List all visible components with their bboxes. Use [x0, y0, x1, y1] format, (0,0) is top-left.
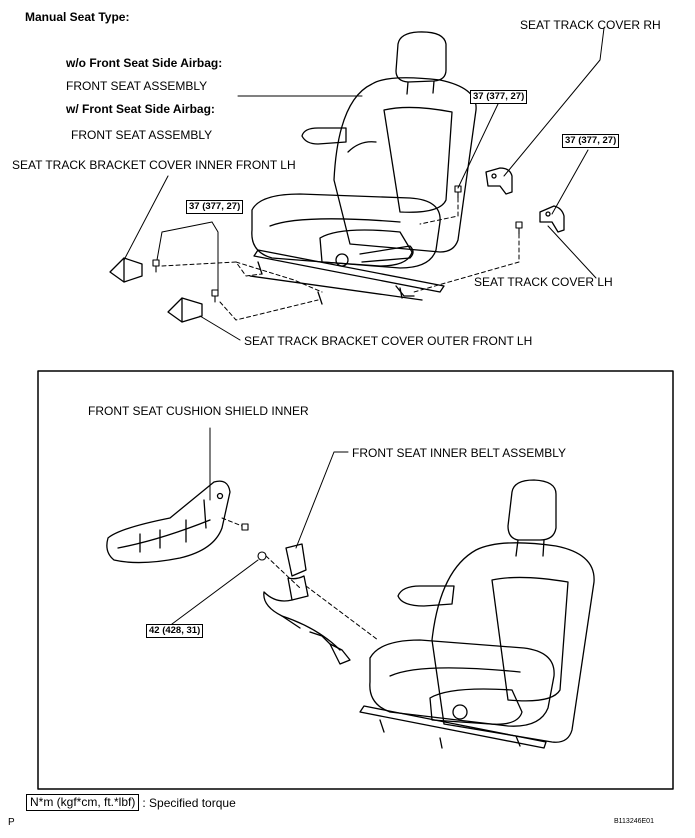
- torque-spec-right: 37 (377, 27): [562, 134, 620, 148]
- seat-track-cover-lh-label: SEAT TRACK COVER LH: [474, 275, 613, 289]
- torque-spec-left: 37 (377, 27): [186, 200, 244, 214]
- front-seat-assembly-label-1: FRONT SEAT ASSEMBLY: [66, 79, 208, 93]
- seat-track-cover-lh-part: [539, 205, 565, 233]
- bracket-cover-inner-front-lh-label: SEAT TRACK BRACKET COVER INNER FRONT LH: [12, 158, 296, 172]
- front-seat-assembly-top: [249, 31, 477, 305]
- torque-spec-center: 37 (377, 27): [470, 90, 528, 104]
- assembly-guide-lines-inset: [221, 517, 379, 641]
- bolts-top: [152, 185, 523, 303]
- bracket-cover-outer-front-lh-label: SEAT TRACK BRACKET COVER OUTER FRONT LH: [244, 334, 533, 348]
- front-seat-assembly-inset: [359, 479, 595, 749]
- torque-legend: N*m (kgf*cm, ft.*lbf) : Specified torque: [26, 794, 236, 811]
- figure-code: B113246E01: [614, 818, 654, 825]
- page-letter: P: [8, 817, 15, 828]
- wo-side-airbag-label: w/o Front Seat Side Airbag:: [66, 56, 223, 70]
- inner-belt-assembly-label: FRONT SEAT INNER BELT ASSEMBLY: [352, 446, 567, 460]
- bracket-cover-outer-part: [167, 297, 203, 323]
- detail-inset-frame: [37, 370, 674, 790]
- torque-spec-belt: 42 (428, 31): [146, 624, 204, 638]
- leader-lines-top: [123, 27, 605, 341]
- seat-track-cover-rh-label: SEAT TRACK COVER RH: [520, 18, 661, 32]
- leader-lines-inset: [171, 427, 349, 625]
- manual-seat-type-title: Manual Seat Type:: [25, 10, 130, 24]
- bolts-inset: [241, 523, 267, 561]
- assembly-guide-lines-top: [161, 197, 520, 321]
- front-seat-assembly-label-2: FRONT SEAT ASSEMBLY: [71, 128, 213, 142]
- inner-belt-assembly-part: [263, 543, 351, 665]
- w-side-airbag-label: w/ Front Seat Side Airbag:: [66, 102, 215, 116]
- seat-track-cover-rh-part: [485, 167, 513, 195]
- torque-legend-description: : Specified torque: [142, 795, 236, 810]
- bracket-cover-inner-part: [109, 257, 143, 283]
- torque-unit-box: N*m (kgf*cm, ft.*lbf): [26, 794, 140, 811]
- cushion-shield-inner-label: FRONT SEAT CUSHION SHIELD INNER: [88, 404, 309, 418]
- cushion-shield-inner-part: [106, 480, 231, 564]
